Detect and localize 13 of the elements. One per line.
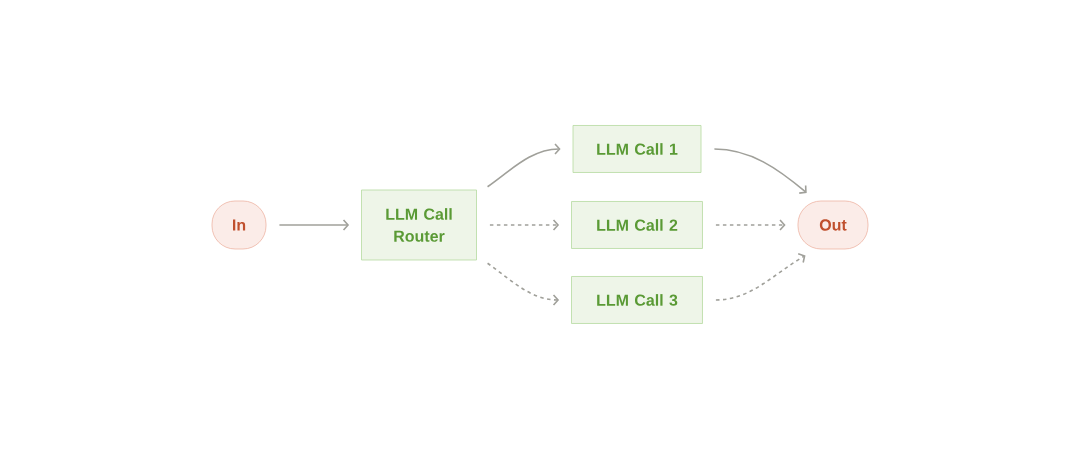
- arrow: [715, 219, 786, 231]
- process-box: LLM Call 2: [571, 201, 703, 249]
- arrow: [486, 143, 561, 188]
- arrow: [278, 219, 350, 231]
- arrow: [715, 253, 806, 301]
- arrow: [486, 262, 560, 306]
- arrow: [489, 219, 560, 231]
- terminal-pill: Out: [797, 200, 869, 250]
- process-box: LLM Call Router: [361, 189, 477, 261]
- process-box: LLM Call 3: [571, 276, 703, 324]
- terminal-pill: In: [211, 200, 267, 250]
- process-box: LLM Call 1: [572, 125, 702, 173]
- arrow: [713, 148, 807, 194]
